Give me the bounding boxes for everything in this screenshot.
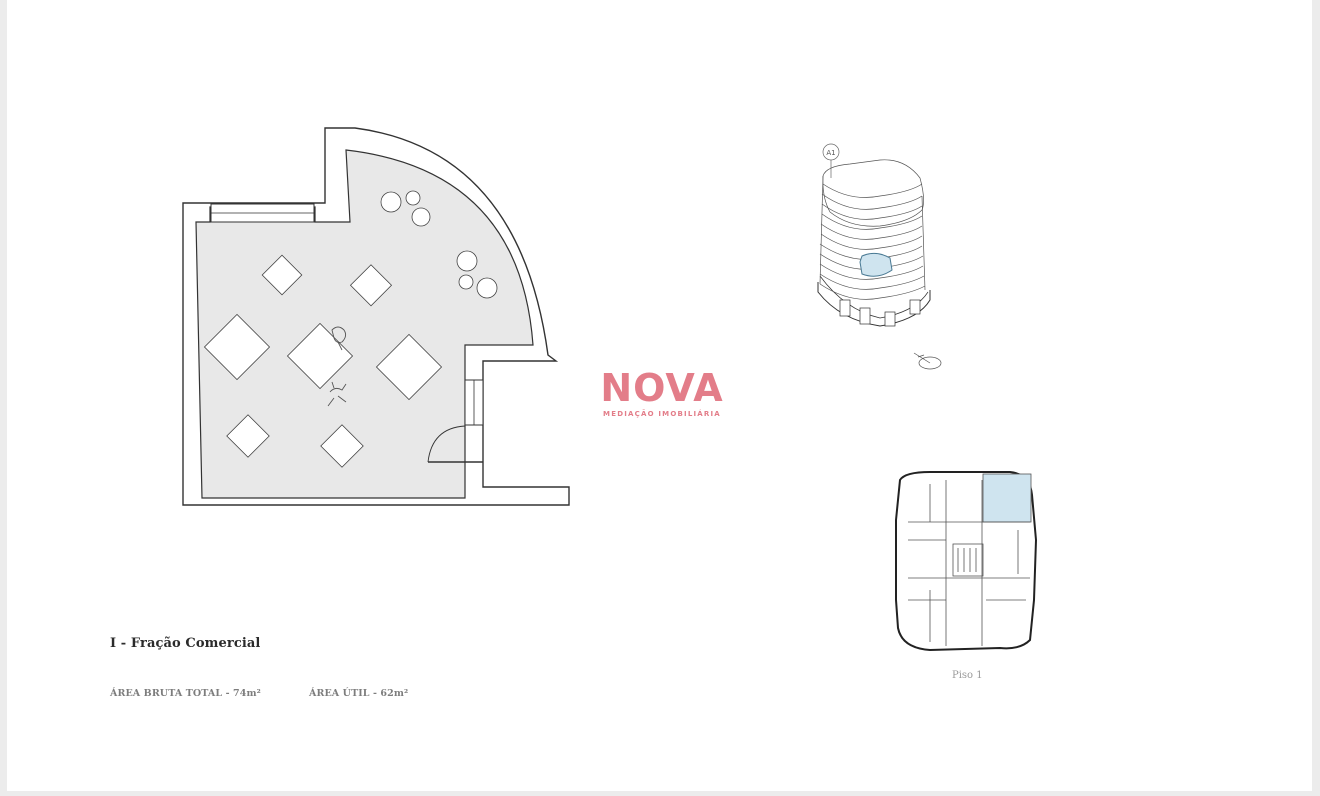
gross-area: ÁREA BRUTA TOTAL - 74m² [110,688,261,699]
floor-area [195,149,534,499]
stool [456,250,478,272]
table [349,264,393,307]
brand-tagline: MEDIAÇÃO IMOBILIÁRIA [603,410,721,418]
key-plan-highlight [982,473,1032,523]
outer-wall [182,127,570,506]
stool [458,274,474,290]
usable-area: ÁREA ÚTIL - 62m² [309,688,409,699]
table [226,414,270,458]
door-swing [427,425,466,463]
table [320,424,364,468]
unit-highlight-3d [859,252,893,277]
table [203,313,271,381]
stool [380,191,402,213]
stool [405,190,421,206]
stool [476,277,498,299]
unit-title: I - Fração Comercial [110,636,261,651]
building-3d [817,143,942,370]
table [261,254,303,296]
person-figures [327,326,347,407]
brand-logo-text: NOVA [600,366,724,410]
table [375,333,443,401]
stool [411,207,431,227]
table [286,322,354,390]
key-plan [895,471,1038,652]
brand-watermark: NOVA MEDIAÇÃO IMOBILIÁRIA [592,368,732,428]
floor-plan [182,127,570,506]
building-tag-label: A1 [826,149,835,157]
floor-label: Piso 1 [952,670,983,681]
